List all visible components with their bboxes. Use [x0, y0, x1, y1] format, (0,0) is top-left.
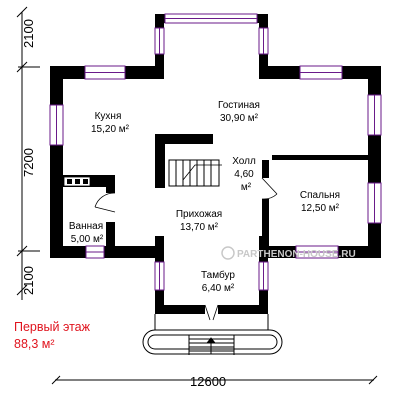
room-living: Гостиная 30,90 м² — [218, 100, 260, 124]
room-living-name: Гостиная — [218, 100, 260, 111]
exterior-walls — [50, 14, 381, 314]
dim-bottom-label: 2100 — [21, 266, 36, 295]
doors — [94, 177, 278, 321]
room-bathroom-area: 5,00 м² — [71, 234, 104, 245]
room-hall-area: 4,60 — [234, 169, 254, 180]
watermark: PARTHENON-HOUSE.RU — [221, 246, 356, 260]
porch — [142, 314, 283, 355]
room-kitchen-name: Кухня — [95, 111, 122, 122]
room-vestibule: Тамбур 6,40 м² — [201, 269, 235, 294]
room-bathroom-name: Ванная — [69, 221, 103, 232]
room-entrance-name: Прихожая — [176, 209, 222, 220]
room-vestibule-area: 6,40 м² — [202, 283, 235, 294]
room-entrance-area: 13,70 м² — [180, 222, 219, 233]
stove-icon — [63, 176, 91, 187]
room-entrance: Прихожая 13,70 м² — [176, 209, 222, 233]
floor-title: Первый этаж — [14, 320, 91, 334]
room-hall: Холл 4,60 м² — [232, 156, 256, 193]
room-hall-name: Холл — [232, 156, 256, 167]
room-bathroom: Ванная 5,00 м² — [69, 221, 104, 245]
watermark-text: PARTHENON-HOUSE.RU — [237, 249, 356, 260]
staircase — [168, 159, 222, 187]
floor-area: 88,3 м² — [14, 337, 55, 351]
room-living-area: 30,90 м² — [220, 113, 259, 124]
dim-width-label: 12600 — [190, 374, 226, 389]
room-hall-unit: м² — [241, 182, 252, 193]
dim-top-label: 2100 — [21, 19, 36, 48]
room-bedroom-name: Спальня — [300, 190, 340, 201]
dimension-lines — [16, 6, 378, 385]
windows — [49, 13, 382, 291]
room-vestibule-name: Тамбур — [201, 269, 235, 281]
room-kitchen-area: 15,20 м² — [91, 124, 130, 135]
room-bedroom-area: 12,50 м² — [301, 203, 340, 214]
room-kitchen: Кухня 15,20 м² — [91, 111, 130, 135]
room-bedroom: Спальня 12,50 м² — [300, 190, 340, 214]
dim-middle-label: 7200 — [21, 148, 36, 177]
